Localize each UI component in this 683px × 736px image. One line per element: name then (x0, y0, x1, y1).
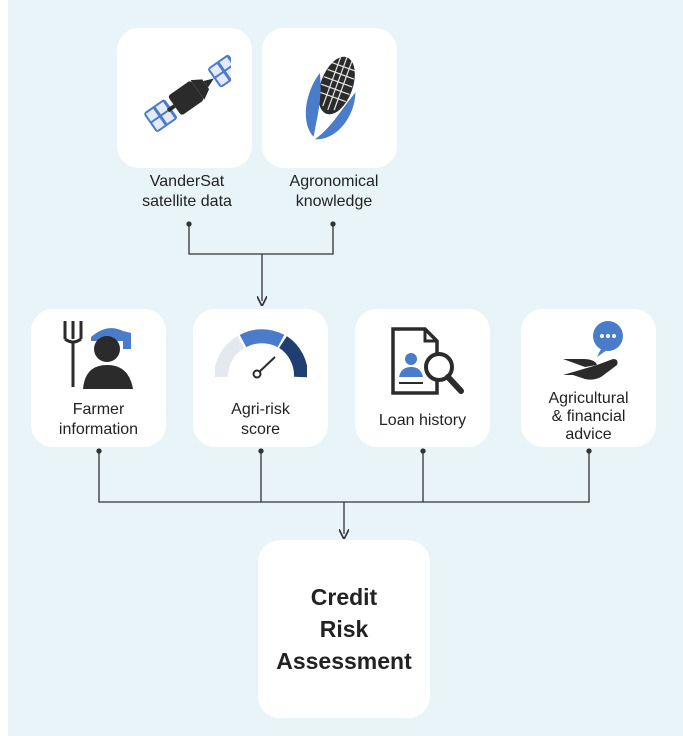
input-label-farmer-text: Farmer information (58, 401, 139, 438)
input-card-loan (355, 309, 490, 447)
document-search-icon (391, 327, 464, 395)
source-card-satellite (117, 28, 252, 168)
input-label-gauge: Agri-risk score (193, 400, 328, 440)
input-label-loan: Loan history (355, 411, 490, 431)
source-label-satellite: VanderSat satellite data (112, 172, 262, 212)
corn-icon (305, 56, 356, 140)
source-card-corn (262, 28, 397, 168)
result-title: Credit Risk Assessment (276, 584, 412, 674)
bottom-merge-line (98, 451, 590, 503)
result-card: Credit Risk Assessment (258, 540, 430, 718)
input-label-gauge-text: Agri-risk score (231, 401, 290, 438)
input-card-advice (521, 309, 656, 447)
input-label-advice-text: Agricultural & financial advice (548, 390, 629, 443)
input-card-farmer (31, 309, 166, 447)
satellite-icon (144, 54, 231, 132)
farmer-icon (63, 321, 133, 389)
input-card-gauge (193, 309, 328, 447)
gauge-icon (215, 329, 307, 379)
input-label-loan-text: Loan history (378, 412, 467, 429)
source-label-corn-text: Agronomical knowledge (289, 173, 379, 210)
hand-chat-icon (563, 321, 623, 380)
source-label-corn: Agronomical knowledge (259, 172, 409, 212)
source-label-satellite-text: VanderSat satellite data (142, 173, 232, 210)
top-merge-line (188, 224, 334, 255)
input-label-advice: Agricultural & financial advice (521, 390, 656, 444)
input-label-farmer: Farmer information (31, 400, 166, 440)
